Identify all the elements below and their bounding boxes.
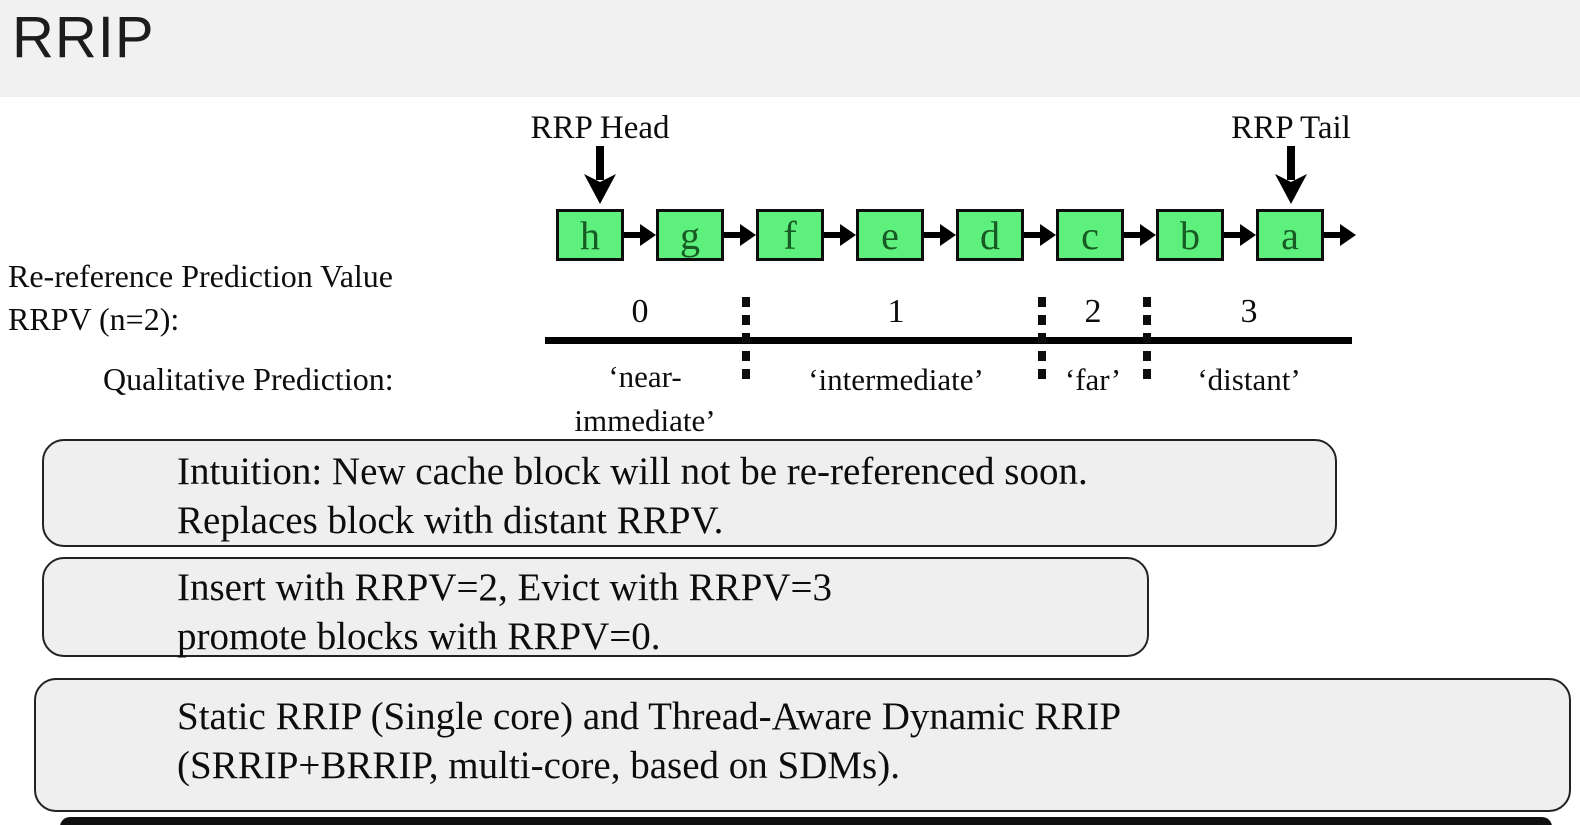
note-variants-line2: (SRRIP+BRRIP, multi-core, based on SDMs)… xyxy=(177,744,900,787)
right-arrow-icon xyxy=(1024,224,1056,246)
chain-cell: g xyxy=(656,209,756,261)
scale-separator xyxy=(1143,297,1151,383)
note-insert-evict-line1: Insert with RRPV=2, Evict with RRPV=3 xyxy=(177,566,833,609)
chain-cell: a xyxy=(1256,209,1356,261)
rrpv-label-line1: Re-reference Prediction Value xyxy=(8,258,393,294)
scale-separator xyxy=(742,297,750,383)
qualitative-0-line2: immediate’ xyxy=(574,403,716,438)
down-arrow-icon xyxy=(1275,146,1307,204)
down-arrow-icon xyxy=(584,146,616,204)
note-variants: Static RRIP (Single core) and Thread-Awa… xyxy=(34,678,1571,812)
cache-block-letter: e xyxy=(881,212,899,258)
cache-block-letter: g xyxy=(680,212,700,258)
cache-block: b xyxy=(1156,209,1224,261)
cache-block-letter: b xyxy=(1180,212,1200,258)
right-arrow-icon xyxy=(724,224,756,246)
right-arrow-icon xyxy=(1124,224,1156,246)
rrpv-value-3: 3 xyxy=(1240,293,1258,330)
note-insert-evict-line2: promote blocks with RRPV=0. xyxy=(177,615,661,658)
qualitative-0-line1: ‘near- xyxy=(608,359,682,394)
rrpv-value-2: 2 xyxy=(1084,293,1102,330)
right-arrow-icon xyxy=(824,224,856,246)
right-arrow-icon xyxy=(1224,224,1256,246)
rrpv-value-0: 0 xyxy=(631,293,649,330)
qualitative-1-line1: ‘intermediate’ xyxy=(808,362,984,397)
note-intuition-line1: Intuition: New cache block will not be r… xyxy=(177,450,1088,493)
page-title: RRIP xyxy=(12,5,155,70)
note-intuition: Intuition: New cache block will not be r… xyxy=(42,439,1337,547)
chain-cell: f xyxy=(756,209,856,261)
cutoff-next-box-edge xyxy=(60,817,1552,825)
right-arrow-icon xyxy=(624,224,656,246)
cache-block: a xyxy=(1256,209,1324,261)
scale-separator xyxy=(1038,297,1046,383)
cache-block-letter: f xyxy=(783,212,797,258)
note-insert-evict: Insert with RRPV=2, Evict with RRPV=3 pr… xyxy=(42,557,1149,658)
rrp-tail-label: RRP Tail xyxy=(1231,110,1351,146)
chain-cell: c xyxy=(1056,209,1156,261)
qualitative-3-line1: ‘distant’ xyxy=(1197,362,1301,397)
cache-block: h xyxy=(556,209,624,261)
cache-block: d xyxy=(956,209,1024,261)
cache-block-letter: d xyxy=(980,212,1000,258)
qualitative-3: ‘distant’ xyxy=(1129,358,1369,402)
qualitative-0: ‘near- immediate’ xyxy=(525,355,765,443)
qualitative-2-line1: ‘far’ xyxy=(1064,362,1122,397)
rrpv-scale-line xyxy=(545,337,1352,344)
block-chain: h g f xyxy=(556,209,1356,261)
cache-block-letter: a xyxy=(1281,212,1299,258)
rrp-head-label: RRP Head xyxy=(530,110,670,146)
rrpv-value-1: 1 xyxy=(887,293,905,330)
note-intuition-line2: Replaces block with distant RRPV. xyxy=(177,499,724,542)
cache-block-letter: h xyxy=(580,212,600,258)
right-arrow-icon xyxy=(924,224,956,246)
cache-block: g xyxy=(656,209,724,261)
chain-cell: d xyxy=(956,209,1056,261)
qualitative-1: ‘intermediate’ xyxy=(776,358,1016,402)
cache-block-letter: c xyxy=(1081,212,1099,258)
qualitative-prediction-label: Qualitative Prediction: xyxy=(103,361,394,397)
cache-block: c xyxy=(1056,209,1124,261)
chain-cell: h xyxy=(556,209,656,261)
rrpv-label-line2: RRPV (n=2): xyxy=(8,301,180,337)
qualitative-2: ‘far’ xyxy=(973,358,1213,402)
chain-cell: e xyxy=(856,209,956,261)
note-variants-line1: Static RRIP (Single core) and Thread-Awa… xyxy=(177,695,1122,738)
cache-block: f xyxy=(756,209,824,261)
cache-block: e xyxy=(856,209,924,261)
chain-cell: b xyxy=(1156,209,1256,261)
right-arrow-icon xyxy=(1324,224,1356,246)
slide-title-bar: RRIP xyxy=(0,0,1580,97)
